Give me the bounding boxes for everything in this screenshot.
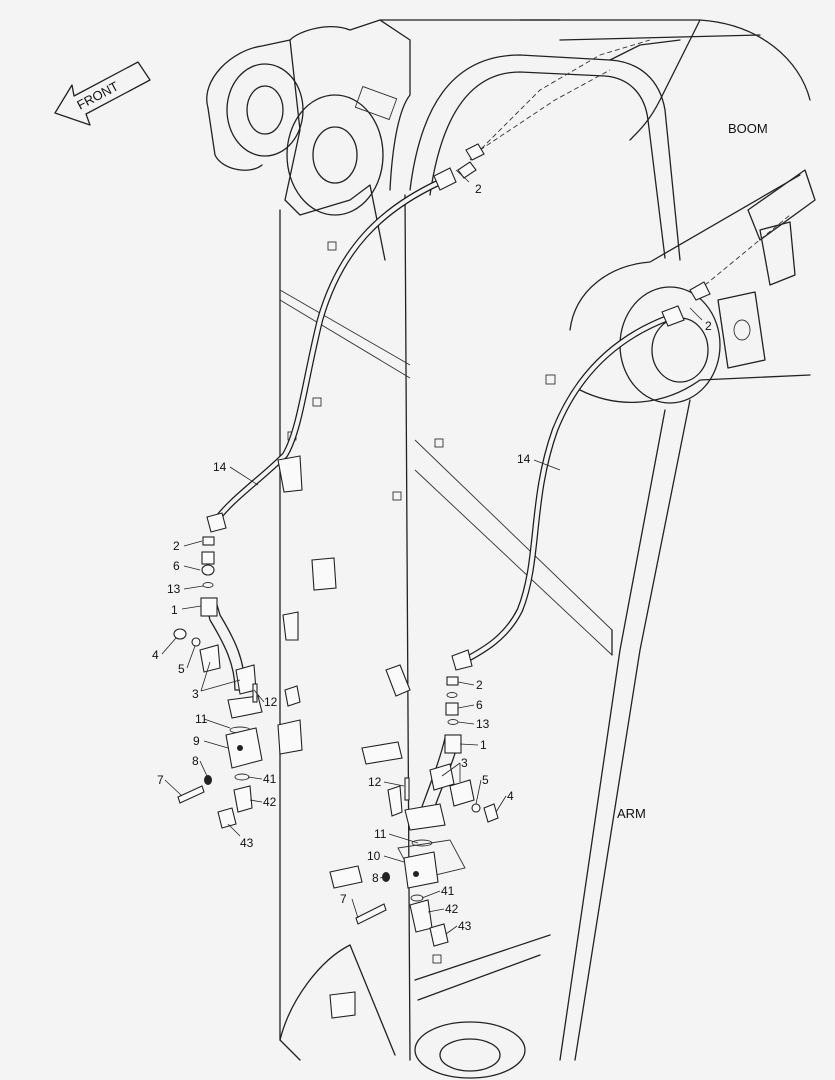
callout-42-left: 42	[263, 795, 277, 809]
callout-11-right: 11	[374, 827, 387, 841]
callout-4-left: 4	[152, 648, 159, 662]
callout-12-left: 12	[264, 695, 278, 709]
callout-14-right: 14	[517, 452, 531, 466]
right-fitting-stack	[329, 676, 499, 947]
callout-3-left: 3	[192, 687, 199, 701]
hose-right	[451, 281, 711, 671]
left-fitting-stack	[173, 536, 303, 829]
callout-13-right: 13	[476, 717, 490, 731]
callout-10-right: 10	[367, 849, 381, 863]
callout-8-left: 8	[192, 754, 199, 768]
callout-8-right: 8	[372, 871, 379, 885]
callout-1-left: 1	[171, 603, 178, 617]
callout-4-right: 4	[507, 789, 514, 803]
callout-41-left: 41	[263, 772, 277, 786]
dashed-routing	[469, 39, 791, 286]
callout-labels: 2 2 14 14 2 6 13 1 4 5 3 12 11 9 8 7 41 …	[152, 182, 712, 933]
callout-43-left: 43	[240, 836, 254, 850]
front-arrow	[54, 61, 151, 126]
callout-11-left: 11	[195, 712, 208, 726]
callout-2-right: 2	[476, 678, 483, 692]
callout-13-left: 13	[167, 582, 181, 596]
hose-left	[206, 143, 485, 533]
callout-43-right: 43	[458, 919, 472, 933]
arm-label: ARM	[617, 806, 646, 821]
callout-5-left: 5	[178, 662, 185, 676]
callout-7-right: 7	[340, 892, 347, 906]
callout-5-right: 5	[482, 773, 489, 787]
leader-lines	[161, 169, 703, 935]
callout-2-left: 2	[173, 539, 180, 553]
callout-14-left: 14	[213, 460, 227, 474]
callout-2-boom: 2	[705, 319, 712, 333]
callout-41-right: 41	[441, 884, 455, 898]
callout-12-right: 12	[368, 775, 382, 789]
callout-42-right: 42	[445, 902, 459, 916]
callout-1-right: 1	[480, 738, 487, 752]
callout-6-right: 6	[476, 698, 483, 712]
callout-6-left: 6	[173, 559, 180, 573]
boom-arm-structure	[206, 19, 816, 1079]
callout-9-left: 9	[193, 734, 200, 748]
callout-3-right: 3	[461, 756, 468, 770]
callout-7-left: 7	[157, 773, 164, 787]
boom-label: BOOM	[728, 121, 768, 136]
callout-2-top: 2	[475, 182, 482, 196]
